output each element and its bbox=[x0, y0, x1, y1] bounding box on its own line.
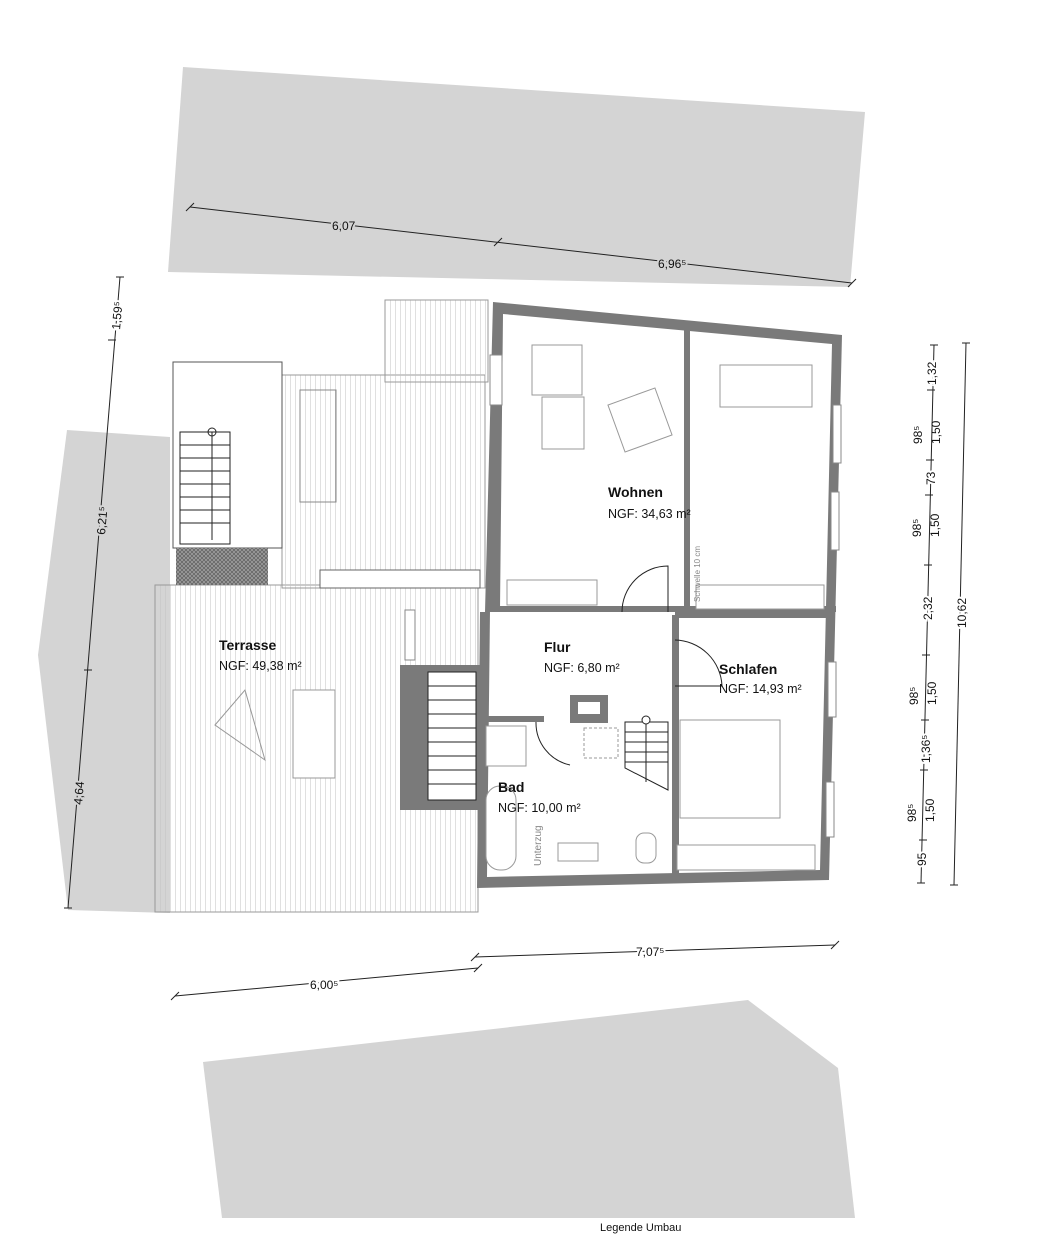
furniture bbox=[485, 344, 825, 871]
dimension-top: 6,07 6,96⁵ bbox=[185, 202, 857, 288]
schwelle-label: Schwelle 10 cm bbox=[693, 546, 702, 602]
wall-wohnen-schlafen bbox=[684, 325, 690, 615]
deck-strip bbox=[384, 299, 489, 383]
wall-wohnen-flur bbox=[486, 606, 836, 612]
legend-title: Legende Umbau bbox=[600, 1222, 681, 1234]
staircase-left bbox=[179, 427, 231, 545]
svg-text:1,50: 1,50 bbox=[928, 513, 942, 537]
svg-text:98⁵: 98⁵ bbox=[911, 426, 925, 444]
room-label-wohnen: Wohnen bbox=[608, 484, 663, 500]
room-label-bad: Bad bbox=[498, 779, 524, 795]
svg-text:95: 95 bbox=[915, 852, 929, 866]
room-area-terrasse: NGF: 49,38 m² bbox=[219, 659, 302, 673]
dimension-right-total: 10,62 bbox=[950, 342, 971, 886]
neighbor-building-top bbox=[168, 67, 865, 287]
svg-text:7,07⁵: 7,07⁵ bbox=[636, 945, 664, 959]
svg-text:98⁵: 98⁵ bbox=[907, 687, 921, 705]
door-schlafen[interactable] bbox=[674, 639, 723, 687]
dimension-right-chain: 1,32 98⁵ 1,50 73 98⁵ 1,50 2,32 98⁵ 1,50 … bbox=[905, 344, 943, 884]
room-label-schlafen: Schlafen bbox=[719, 661, 777, 677]
svg-text:6,07: 6,07 bbox=[332, 219, 356, 233]
svg-text:1,50: 1,50 bbox=[929, 420, 943, 444]
stair-room bbox=[172, 361, 283, 549]
hatched-area bbox=[176, 548, 268, 585]
upper-deck bbox=[281, 374, 486, 589]
door-bad[interactable] bbox=[535, 721, 571, 766]
dimension-left: 1,59⁵ 6,21⁵ 4,64 bbox=[64, 276, 127, 909]
staircase-middle bbox=[427, 671, 477, 801]
planter bbox=[319, 569, 481, 589]
svg-text:98⁵: 98⁵ bbox=[910, 519, 924, 537]
windows bbox=[404, 354, 842, 838]
table bbox=[292, 689, 336, 779]
svg-text:1,32: 1,32 bbox=[925, 361, 939, 385]
svg-text:1,59⁵: 1,59⁵ bbox=[109, 301, 125, 330]
room-area-flur: NGF: 6,80 m² bbox=[544, 661, 620, 675]
dimension-bottom: 7,07⁵ 6,00⁵ bbox=[170, 940, 840, 1001]
wall-schlafen bbox=[672, 615, 679, 877]
room-area-bad: NGF: 10,00 m² bbox=[498, 801, 581, 815]
svg-text:6,96⁵: 6,96⁵ bbox=[658, 257, 686, 271]
wall-bad bbox=[484, 716, 544, 722]
neighbor-building-left bbox=[38, 430, 170, 913]
svg-text:2,32: 2,32 bbox=[921, 596, 935, 620]
svg-text:73: 73 bbox=[924, 471, 938, 485]
umbrella bbox=[214, 688, 266, 762]
unterzug-label: Unterzug bbox=[533, 825, 544, 866]
neighbor-building-bottom bbox=[203, 1000, 855, 1218]
room-area-wohnen: NGF: 34,63 m² bbox=[608, 507, 691, 521]
svg-text:6,00⁵: 6,00⁵ bbox=[310, 978, 338, 992]
svg-text:4,64: 4,64 bbox=[71, 780, 87, 805]
room-label-flur: Flur bbox=[544, 639, 571, 655]
room-label-terrasse: Terrasse bbox=[219, 637, 277, 653]
svg-text:1,36⁵: 1,36⁵ bbox=[919, 735, 933, 763]
wall-schlafen-top bbox=[675, 612, 835, 618]
svg-text:6,21⁵: 6,21⁵ bbox=[94, 506, 110, 535]
svg-text:10,62: 10,62 bbox=[955, 598, 969, 628]
room-area-schlafen: NGF: 14,93 m² bbox=[719, 682, 802, 696]
svg-text:1,50: 1,50 bbox=[923, 798, 937, 822]
chimney-hole bbox=[578, 702, 600, 714]
door-wohnen[interactable] bbox=[621, 565, 669, 613]
staircase-bad bbox=[624, 715, 669, 791]
svg-text:98⁵: 98⁵ bbox=[905, 804, 919, 822]
svg-text:1,50: 1,50 bbox=[925, 681, 939, 705]
lounger bbox=[299, 389, 337, 503]
